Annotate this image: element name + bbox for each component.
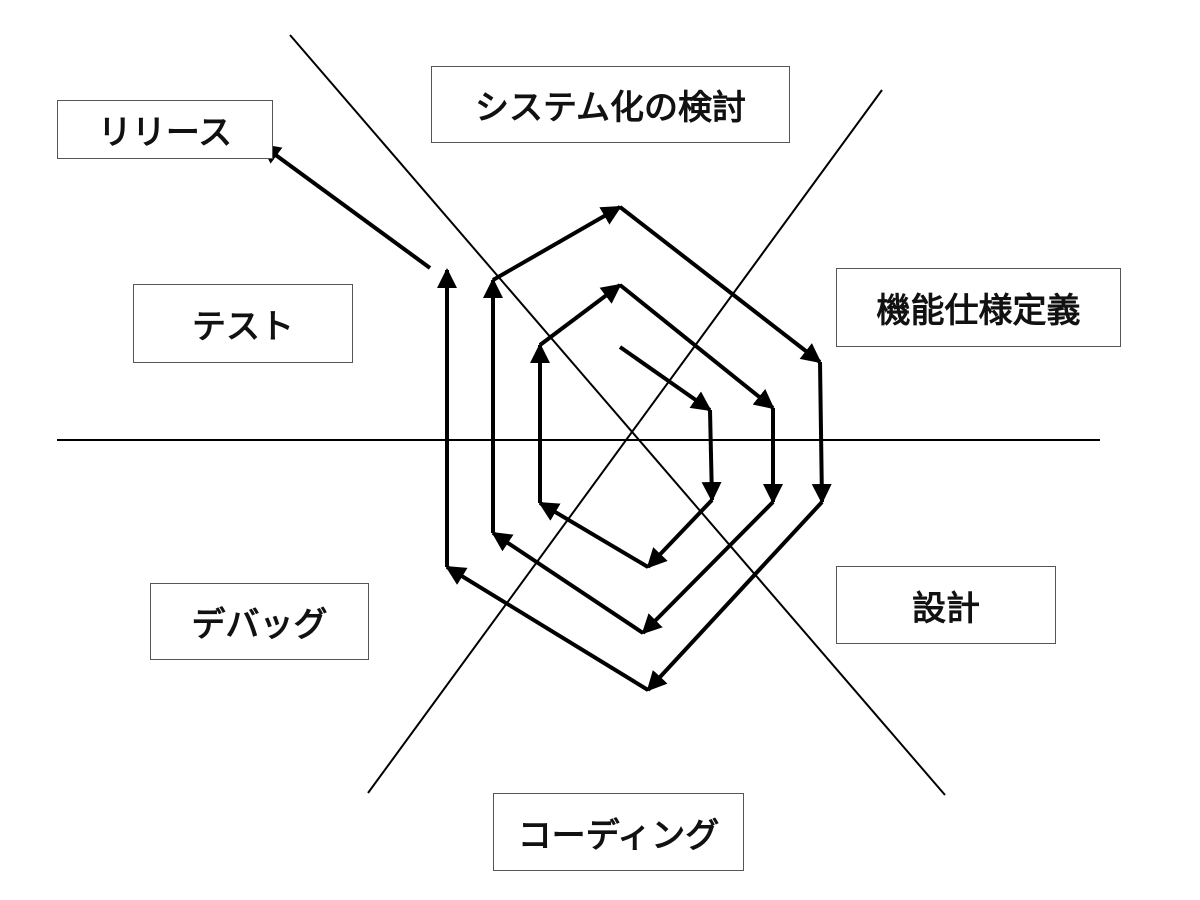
diagonal-divider-2 bbox=[367, 89, 883, 794]
spiral-arrow bbox=[646, 498, 714, 569]
spiral-arrow bbox=[701, 409, 722, 502]
phase-coding-label: コーディング bbox=[517, 815, 720, 856]
spiral-arrows bbox=[260, 143, 832, 692]
spiral-arrow bbox=[811, 361, 832, 504]
phase-functional-spec: 機能仕様定義 bbox=[836, 268, 1121, 347]
diagonal-divider-1 bbox=[289, 34, 946, 796]
phase-coding: コーディング bbox=[493, 793, 744, 871]
spiral-arrow bbox=[646, 500, 824, 692]
phase-system-study: システム化の検討 bbox=[431, 66, 790, 143]
spiral-arrow bbox=[641, 500, 775, 635]
spiral-arrow bbox=[618, 345, 712, 412]
phase-system-study-label: システム化の検討 bbox=[475, 88, 746, 128]
phase-test: テスト bbox=[133, 284, 353, 363]
phase-debug-label: デバッグ bbox=[191, 605, 328, 645]
spiral-arrow bbox=[618, 205, 822, 364]
spiral-arrow bbox=[492, 205, 622, 282]
release-arrow bbox=[260, 143, 432, 270]
phase-test-label: テスト bbox=[192, 307, 294, 347]
spiral-arrow bbox=[491, 531, 645, 635]
phase-debug: デバッグ bbox=[150, 583, 369, 660]
phase-release-label: リリース bbox=[97, 113, 233, 153]
spiral-arrow bbox=[445, 565, 650, 692]
phase-design: 設計 bbox=[836, 566, 1056, 644]
phase-functional-spec-label: 機能仕様定義 bbox=[876, 291, 1081, 331]
spiral-arrow bbox=[538, 283, 622, 347]
phase-release: リリース bbox=[57, 100, 273, 159]
spiral-arrow bbox=[538, 501, 650, 569]
phase-design-label: 設計 bbox=[912, 588, 980, 629]
spiral-arrow bbox=[618, 283, 775, 410]
